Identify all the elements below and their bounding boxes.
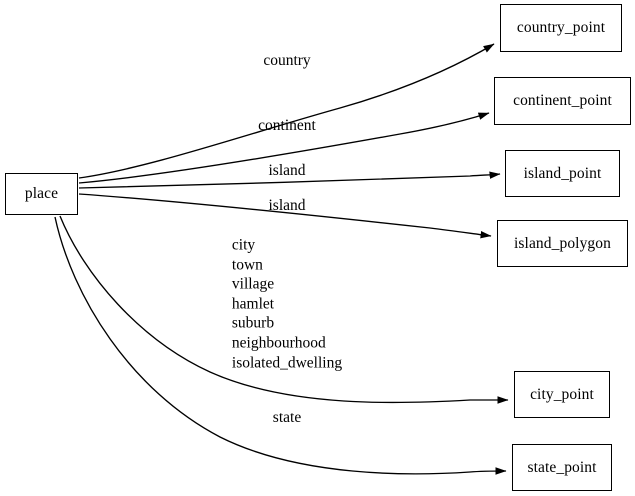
edge-label-state-point: state [272,408,302,426]
edge-label-continent: continent [258,116,316,134]
edge-paths [54,43,509,475]
edge-label-island-polygon: island [268,196,306,214]
node-place[interactable]: place [5,173,78,215]
node-island-polygon-label: island_polygon [514,234,611,252]
node-continent-point[interactable]: continent_point [494,77,631,125]
edge-state-point [54,216,507,475]
node-city-point-label: city_point [530,385,594,403]
node-state-point[interactable]: state_point [512,444,612,491]
node-place-label: place [24,185,59,203]
edge-continent [78,112,490,184]
node-country-point[interactable]: country_point [500,4,622,52]
edge-island-point [78,171,501,189]
edge-country [78,43,495,179]
node-island-polygon[interactable]: island_polygon [497,220,628,267]
edge-island-polygon [78,193,492,239]
edge-label-island-point: island [268,161,306,179]
edge-city-point [59,215,509,404]
edge-label-country: country [263,51,311,69]
node-state-point-label: state_point [527,458,597,476]
edge-label-city-point: city town village hamlet suburb neighbou… [231,236,343,371]
node-country-point-label: country_point [516,19,606,37]
node-city-point[interactable]: city_point [514,371,610,418]
node-island-point[interactable]: island_point [505,150,620,197]
node-continent-point-label: continent_point [513,92,612,110]
node-island-point-label: island_point [523,164,602,182]
